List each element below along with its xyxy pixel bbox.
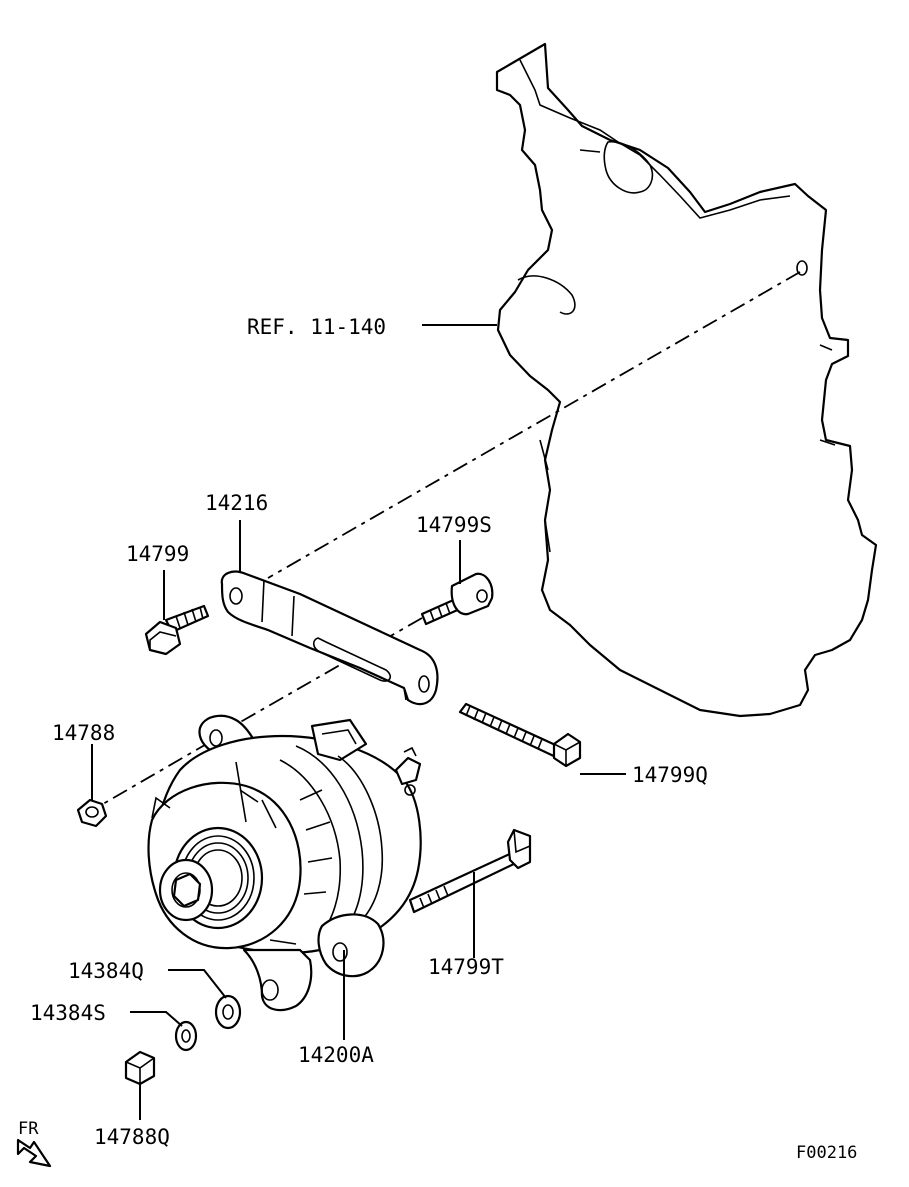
leader-lines bbox=[91, 324, 626, 1120]
bolt-14799 bbox=[144, 604, 210, 656]
washer-14384s bbox=[174, 1020, 198, 1052]
label-fr: FR bbox=[18, 1119, 39, 1139]
nut-14788q bbox=[124, 1050, 156, 1086]
label-ref: REF. 11-140 bbox=[247, 315, 386, 339]
label-14384s: 14384S bbox=[30, 1001, 106, 1025]
label-14799q: 14799Q bbox=[632, 763, 708, 787]
front-direction-arrow bbox=[16, 1138, 52, 1168]
bolt-14799t bbox=[408, 828, 532, 914]
figure-code: F00216 bbox=[796, 1143, 857, 1163]
label-14799t: 14799T bbox=[428, 955, 504, 979]
label-14200a: 14200A bbox=[298, 1043, 374, 1067]
label-14788: 14788 bbox=[52, 721, 115, 745]
label-14216: 14216 bbox=[205, 491, 268, 515]
nut-14788 bbox=[76, 798, 108, 828]
label-14788q: 14788Q bbox=[94, 1125, 170, 1149]
engine-block bbox=[495, 42, 878, 718]
washer-14384q bbox=[214, 994, 242, 1030]
bracket-14216 bbox=[220, 570, 439, 706]
alternator-14200a bbox=[147, 714, 422, 1012]
bolt-14799s bbox=[420, 572, 494, 626]
part-labels: REF. 11-140 14216 14799 14799S 14788 147… bbox=[18, 315, 857, 1163]
label-14799: 14799 bbox=[126, 542, 189, 566]
bolt-14799q bbox=[458, 702, 582, 768]
label-14384q: 14384Q bbox=[68, 959, 144, 983]
label-14799s: 14799S bbox=[416, 513, 492, 537]
